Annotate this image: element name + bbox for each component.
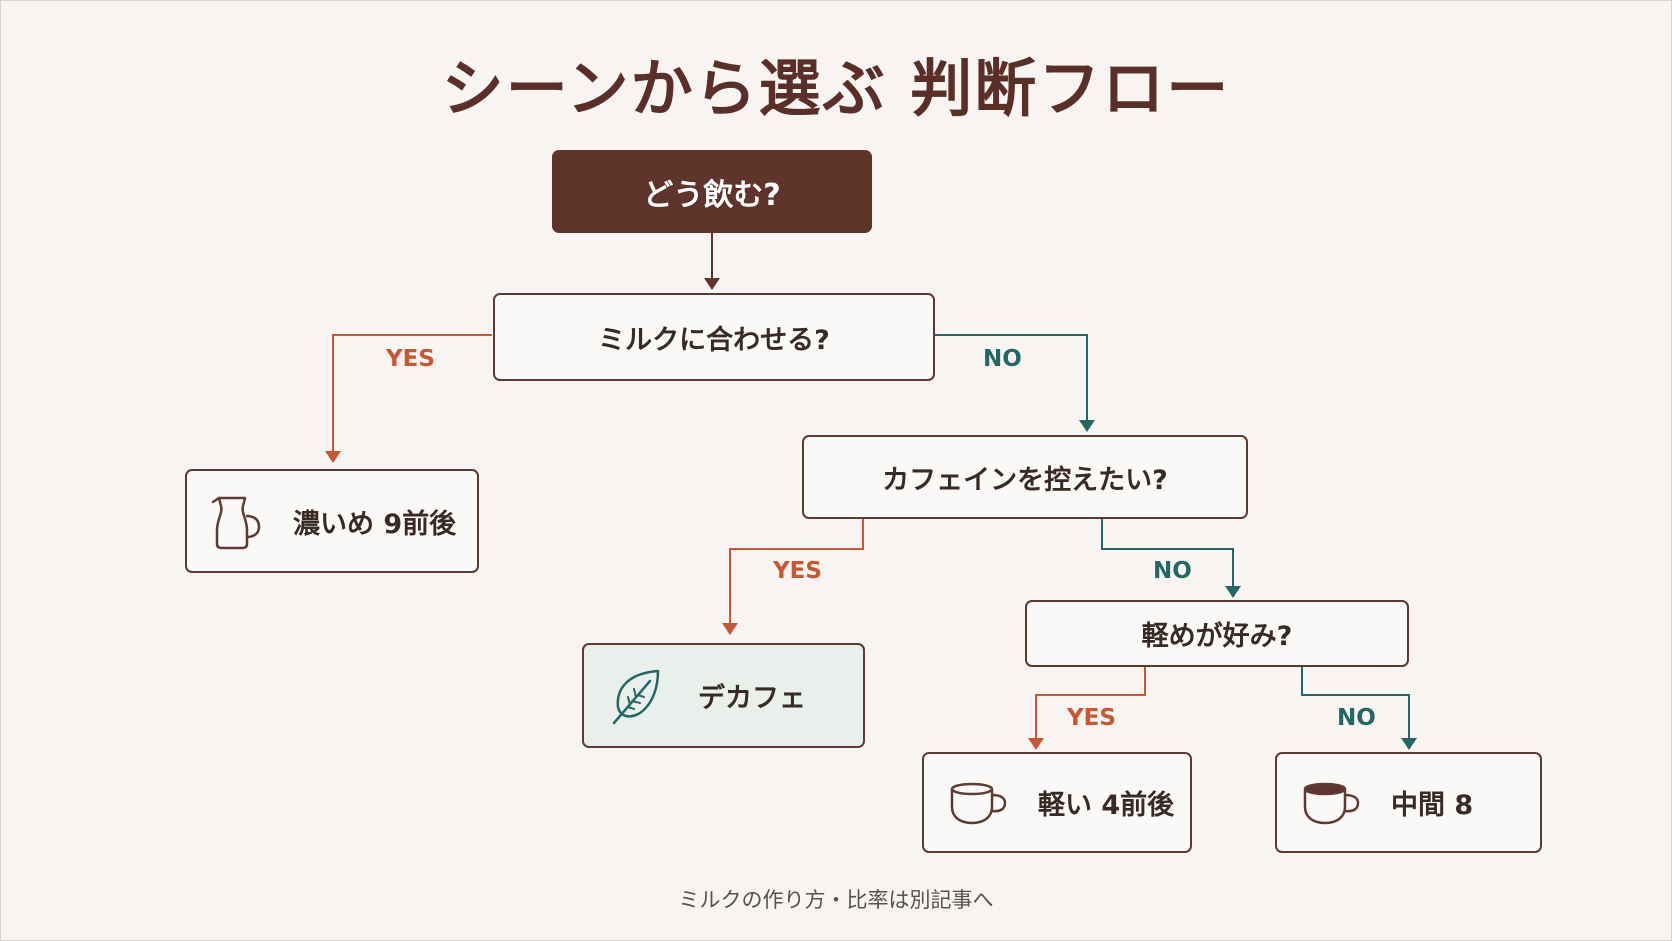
question-caffeine: カフェインを控えたい? xyxy=(802,435,1248,519)
result-light: 軽い 4前後 xyxy=(922,752,1192,853)
arrow-q1-no xyxy=(934,334,1095,432)
result-milk: 濃いめ 9前後 xyxy=(185,469,479,573)
question-milk-label: ミルクに合わせる? xyxy=(598,324,830,356)
start-node: どう飲む? xyxy=(552,150,872,233)
result-medium-label: 中間 8 xyxy=(1391,790,1474,821)
arrow-start-to-q1 xyxy=(704,233,720,290)
result-light-label: 軽い 4前後 xyxy=(1038,790,1175,821)
start-label: どう飲む? xyxy=(643,177,781,213)
cup-filled-icon xyxy=(1301,781,1361,825)
arrow-q2-yes xyxy=(722,519,864,635)
arrow-q3-no xyxy=(1301,667,1417,750)
page-title: シーンから選ぶ 判断フロー xyxy=(441,52,1231,125)
arrow-q3-yes xyxy=(1028,667,1146,750)
q2-yes-label: YES xyxy=(773,558,822,584)
result-medium: 中間 8 xyxy=(1275,752,1542,853)
q1-no-label: NO xyxy=(983,346,1022,372)
milk-pitcher-icon xyxy=(211,492,263,550)
q2-no-label: NO xyxy=(1153,558,1192,584)
cup-icon xyxy=(948,781,1008,825)
result-decaf-label: デカフェ xyxy=(698,683,806,714)
result-milk-label: 濃いめ 9前後 xyxy=(293,508,457,540)
question-light: 軽めが好み? xyxy=(1025,600,1409,667)
question-milk: ミルクに合わせる? xyxy=(493,293,935,381)
q3-no-label: NO xyxy=(1337,705,1376,731)
question-light-label: 軽めが好み? xyxy=(1141,621,1293,652)
result-decaf: デカフェ xyxy=(582,643,865,748)
footer-note: ミルクの作り方・比率は別記事へ xyxy=(678,888,994,912)
question-caffeine-label: カフェインを控えたい? xyxy=(882,464,1168,496)
q1-yes-label: YES xyxy=(386,346,435,372)
q3-yes-label: YES xyxy=(1067,705,1116,731)
leaf-icon xyxy=(610,667,662,725)
arrow-q2-no xyxy=(1101,519,1241,598)
arrow-q1-yes xyxy=(325,334,492,463)
